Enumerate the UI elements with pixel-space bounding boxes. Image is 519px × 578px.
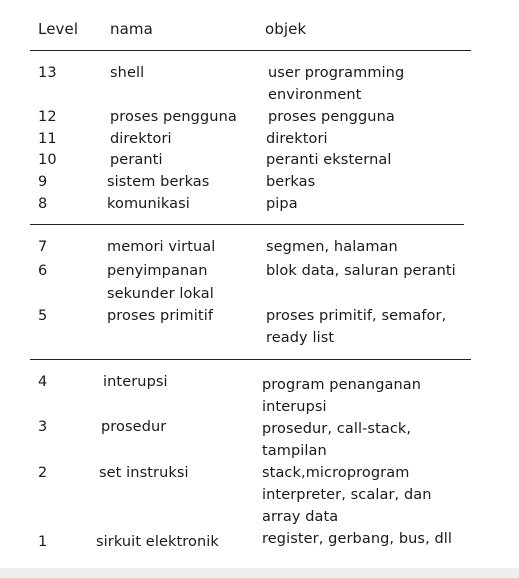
row-objek-cont: interupsi <box>262 399 327 415</box>
row-objek: peranti eksternal <box>266 152 392 168</box>
row-objek: berkas <box>266 174 316 190</box>
row-objek-cont: array data <box>262 509 339 525</box>
row-objek: segmen, halaman <box>266 239 398 255</box>
row-nama: proses pengguna <box>110 109 237 125</box>
row-objek: direktori <box>266 131 328 147</box>
row-objek: proses primitif, semafor, <box>266 308 447 324</box>
row-nama: interupsi <box>103 374 168 390</box>
row-level: 3 <box>38 419 48 435</box>
row-level: 10 <box>38 152 57 168</box>
row-objek-cont: ready list <box>266 330 335 346</box>
header-objek: objek <box>265 20 307 38</box>
row-level: 4 <box>38 374 48 390</box>
header-level: Level <box>38 20 79 38</box>
row-objek: pipa <box>266 196 298 212</box>
row-level: 1 <box>38 534 48 550</box>
row-nama: prosedur <box>101 419 167 435</box>
row-nama: penyimpanan <box>107 263 208 279</box>
header-nama: nama <box>110 20 153 38</box>
group-divider <box>30 224 464 225</box>
row-objek: proses pengguna <box>268 109 395 125</box>
group-divider <box>30 359 471 360</box>
row-objek-cont: tampilan <box>262 443 327 459</box>
row-level: 11 <box>38 131 57 147</box>
row-level: 2 <box>38 465 48 481</box>
row-nama: memori virtual <box>107 239 216 255</box>
row-nama: direktori <box>110 131 172 147</box>
row-nama: shell <box>110 65 145 81</box>
row-objek: prosedur, call-stack, <box>262 421 412 437</box>
row-nama-cont: sekunder lokal <box>107 286 214 302</box>
row-nama: set instruksi <box>99 465 189 481</box>
page-bottom-edge <box>0 568 519 578</box>
header-divider <box>30 50 471 51</box>
row-objek-cont: environment <box>268 87 362 103</box>
row-nama: sistem berkas <box>107 174 210 190</box>
row-level: 8 <box>38 196 48 212</box>
row-nama: sirkuit elektronik <box>96 534 219 550</box>
row-level: 6 <box>38 263 48 279</box>
row-nama: komunikasi <box>107 196 190 212</box>
row-objek-cont: interpreter, scalar, dan <box>262 487 432 503</box>
row-objek: register, gerbang, bus, dll <box>262 531 453 547</box>
row-objek: program penanganan <box>262 377 422 393</box>
row-level: 7 <box>38 239 48 255</box>
row-level: 9 <box>38 174 48 190</box>
row-level: 13 <box>38 65 57 81</box>
row-objek: stack,microprogram <box>262 465 410 481</box>
row-nama: peranti <box>110 152 163 168</box>
row-nama: proses primitif <box>107 308 214 324</box>
row-level: 12 <box>38 109 57 125</box>
row-level: 5 <box>38 308 48 324</box>
row-objek: blok data, saluran peranti <box>266 263 456 279</box>
row-objek: user programming <box>268 65 405 81</box>
